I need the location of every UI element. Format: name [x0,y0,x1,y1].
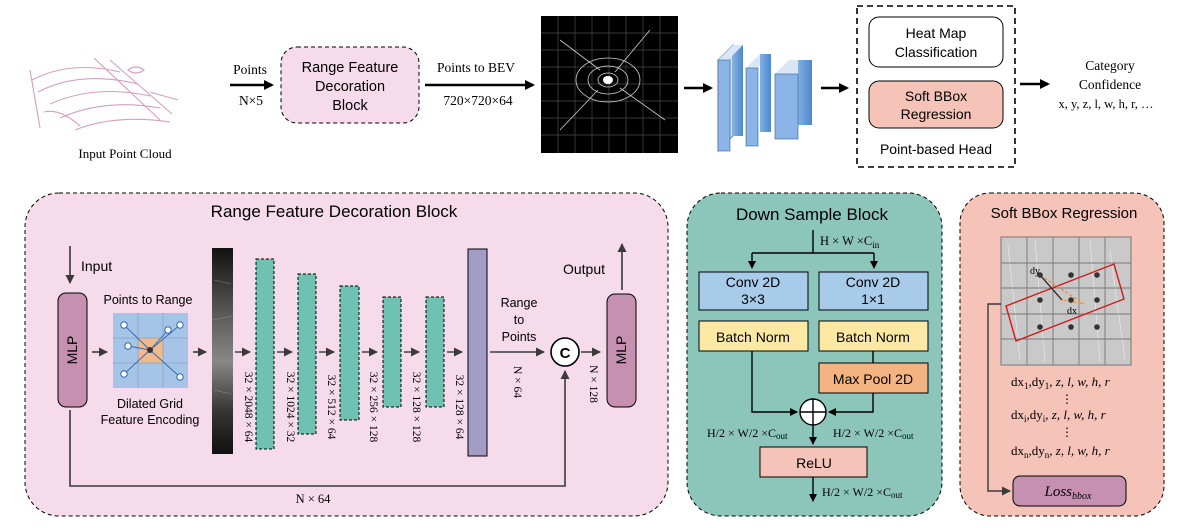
vdots-2: ⋮ [1061,425,1073,439]
path-a-to-add [751,351,798,416]
range-to-points-1: Range [501,296,538,310]
half-left-label: H/2 × W/2 ×Cout [707,426,788,441]
head-label: Point-based Head [880,141,992,157]
grid-caption-2: Feature Encoding [101,413,200,427]
feature-map-1 [255,258,275,450]
bn-b-box [818,320,929,352]
conv-b-line-1: Conv 2D [846,274,900,290]
output-confidence: Confidence [1079,77,1141,92]
dim-label-5: 32 × 128 × 128 [410,372,422,443]
point-based-head: Heat Map Classification Soft BBox Regres… [856,5,1016,168]
softbbox-top-line-2: Regression [901,106,972,122]
bev-image [541,16,678,153]
rfd-panel: Range Feature Decoration Block Input MLP… [24,192,669,517]
maxpool-label: Max Pool 2D [833,371,913,387]
to-bev-label: Points to BEV [437,60,515,75]
input-point-cloud: Input Point Cloud [29,57,179,161]
down-input-dim: H × W ×Cin [820,234,880,250]
bn-a-box [698,320,809,352]
softbbox-panel: Soft BBox Regression dy dx [959,192,1165,517]
maxpool-box [818,362,929,394]
point-cloud-image [29,57,179,131]
feature-map-6 [467,248,488,457]
mlp-in-label: MLP [64,336,80,365]
conv-a-line-1: Conv 2D [726,274,780,290]
feature-map-4 [382,296,402,408]
conv-b-box [818,271,929,311]
arrow-to-loss [987,303,1011,496]
points-to-range: Points to Range [104,293,193,307]
vdots-1: ⋮ [1061,392,1073,406]
rfd-block-line-2: Decoration [315,79,385,95]
dim-label-2: 32 × 1024 × 32 [284,372,296,443]
mlp-out-label: MLP [613,336,629,365]
backbone-blocks [717,44,812,152]
concat-node [550,337,580,367]
feature-map-3 [339,285,360,421]
relu-label: ReLU [796,455,832,471]
regression-row-n: dxn,dyn, z, l, w, h, r [1011,443,1111,460]
bn-a-label: Batch Norm [716,329,790,345]
rfd-block-line-3: Block [332,98,368,114]
regression-row-i: dxi,dyi, z, l, w, h, r [1011,407,1107,424]
rfd-block-line-1: Range Feature [302,60,399,76]
softbbox-top-line-1: Soft BBox [905,88,967,104]
dim-label-1: 32 × 2048 × 64 [242,372,254,443]
dx-label: dx [1067,306,1077,317]
dy-label: dy [1030,266,1040,277]
bbox-grid: dy dx [1000,236,1132,366]
mlp-out [606,293,637,408]
regression-row-1: dx1,dy1, z, l, w, h, r [1011,374,1111,391]
dilated-grid [113,313,188,388]
path-b-to-add [828,393,874,416]
skip-connection [69,370,570,487]
backbone-block-2 [745,54,771,147]
bn-b-label: Batch Norm [836,329,910,345]
conv-a-line-2: 3×3 [741,291,765,307]
heatmap-line-2: Classification [895,44,977,60]
loss-label: Lossbbox [1044,484,1093,502]
softbbox-box-top [868,80,1004,129]
down-title: Down Sample Block [736,205,889,224]
rfd-block-top: Range Feature Decoration Block [280,46,420,124]
conv-a-box [698,271,809,311]
softbbox-title: Soft BBox Regression [991,205,1138,222]
backbone-block-3 [774,60,812,140]
output-params: x, y, z, l, w, h, r, … [1058,97,1153,111]
points-dim: N×5 [239,93,263,108]
backbone-block-1 [717,44,743,152]
input-label: Input Point Cloud [78,146,172,161]
range-image [212,248,233,454]
dim-label-3: 32 × 512 × 64 [325,375,337,440]
n64-vertical: N × 64 [511,366,523,398]
half-out-label: H/2 × W/2 ×Cout [822,485,903,500]
concat-label: C [560,345,571,362]
n128-vertical: N × 128 [587,365,599,403]
heatmap-line-1: Heat Map [906,25,967,41]
points-label: Points [233,62,267,77]
range-to-points-3: Points [502,330,537,344]
predicted-box [1005,263,1125,342]
dim-label-4: 32 × 256 × 128 [367,372,379,443]
feature-map-5 [425,296,445,408]
skip-label: N × 64 [296,492,332,506]
down-sample-panel: Down Sample Block H × W ×Cin Conv 2D 3×3… [686,192,943,517]
output-category: Category [1085,58,1135,73]
bev-dim: 720×720×64 [443,93,512,108]
loss-box [1012,475,1127,507]
conv-b-line-2: 1×1 [861,291,885,307]
mlp-in [57,292,88,408]
heatmap-box [868,16,1004,68]
rfd-title: Range Feature Decoration Block [211,202,458,221]
dim-label-6: 32 × 128 × 64 [453,375,465,440]
add-node [799,398,827,426]
half-right-label: H/2 × W/2 ×Cout [833,426,914,441]
output-text: Output [563,261,605,277]
input-text: Input [81,258,112,274]
relu-box [759,446,868,478]
feature-map-2 [297,273,317,435]
range-to-points-2: to [514,313,524,327]
grid-caption-1: Dilated Grid [117,397,183,411]
